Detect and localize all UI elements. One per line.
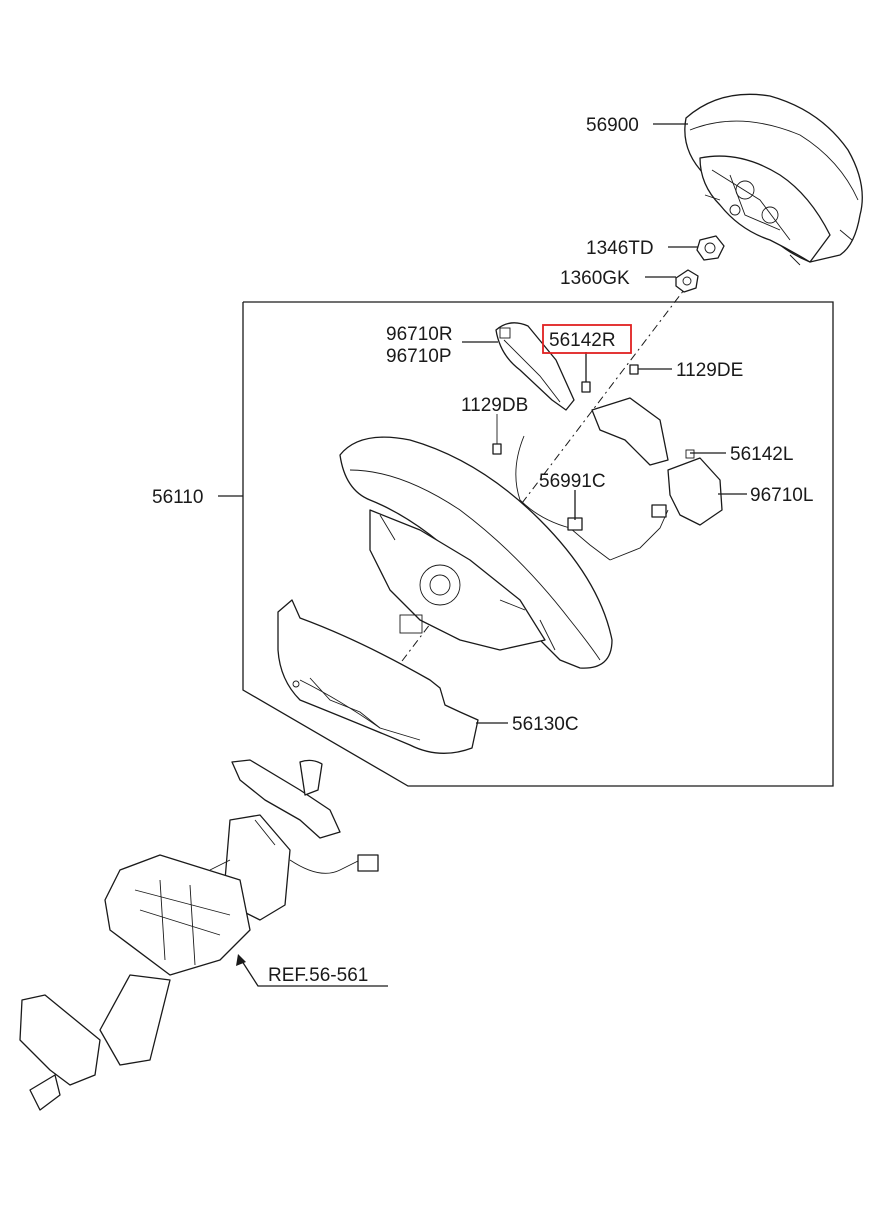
screw-1129db-drawing — [492, 414, 502, 455]
label-96710P: 96710P — [386, 346, 452, 367]
highlight-box-56142r — [542, 324, 632, 354]
ref-pointer — [236, 954, 388, 987]
label-1360GK: 1360GK — [560, 268, 630, 289]
label-1346TD: 1346TD — [586, 238, 654, 259]
lower-cover-drawing — [277, 599, 479, 754]
assembly-box-outline — [242, 301, 834, 787]
label-96710R: 96710R — [386, 324, 453, 345]
label-56130C: 56130C — [512, 714, 579, 735]
label-1129DB: 1129DB — [461, 395, 528, 416]
label-ref-56-561: REF.56-561 — [268, 965, 368, 986]
label-56142L: 56142L — [730, 444, 793, 465]
steering-column-drawing — [19, 759, 379, 1111]
label-56900: 56900 — [586, 115, 639, 136]
airbag-module-drawing — [684, 93, 863, 266]
label-96710L: 96710L — [750, 485, 813, 506]
label-56991C: 56991C — [539, 471, 606, 492]
left-switch-drawing — [591, 397, 723, 526]
steering-wheel-drawing — [339, 436, 613, 669]
label-56142R: 56142R — [549, 330, 616, 351]
nut-drawing — [696, 235, 725, 261]
label-56110: 56110 — [152, 487, 203, 508]
label-1129DE: 1129DE — [676, 360, 743, 381]
right-switch-drawing — [495, 322, 575, 411]
washer-drawing — [675, 269, 699, 293]
screw-1129de-drawing — [629, 364, 639, 375]
ref-arrowhead — [236, 954, 246, 966]
